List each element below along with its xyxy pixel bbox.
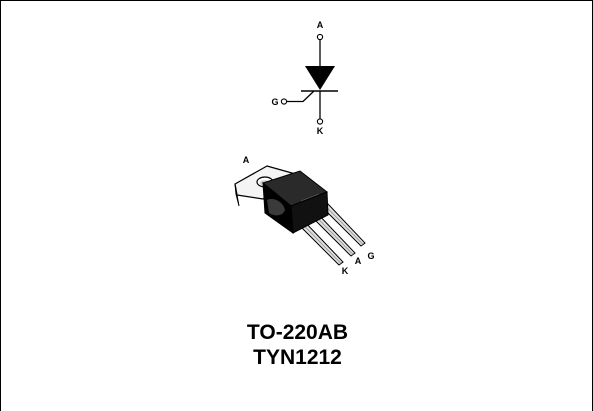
anode-terminal [316,33,324,66]
cathode-terminal [316,91,324,125]
diode-triangle [305,66,335,90]
package-pins [296,203,366,266]
cathode-label: K [317,126,324,136]
package-name: TO-220AB [246,321,349,344]
tab-label: A [243,155,250,165]
gate-terminal [280,90,315,105]
part-number: TYN1212 [253,346,342,369]
gate-label: G [271,97,278,107]
pin-label-g: G [367,251,374,261]
package-body [261,170,329,235]
anode-label: A [317,20,324,30]
pin-label-a: A [355,256,362,266]
pin-label-k: K [342,266,349,276]
